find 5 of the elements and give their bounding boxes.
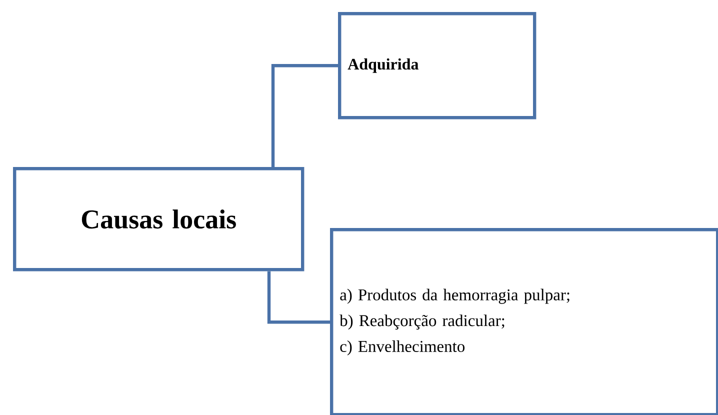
connector-line bbox=[271, 64, 338, 167]
text-box: a) Produtos da hemorragia pulpar; b) Reabçorção radicular; c) Envelhecimento bbox=[330, 228, 718, 415]
topic-box: Causas locais bbox=[13, 167, 304, 272]
text-box: Adquirida bbox=[338, 12, 536, 120]
connector-line bbox=[267, 271, 330, 324]
